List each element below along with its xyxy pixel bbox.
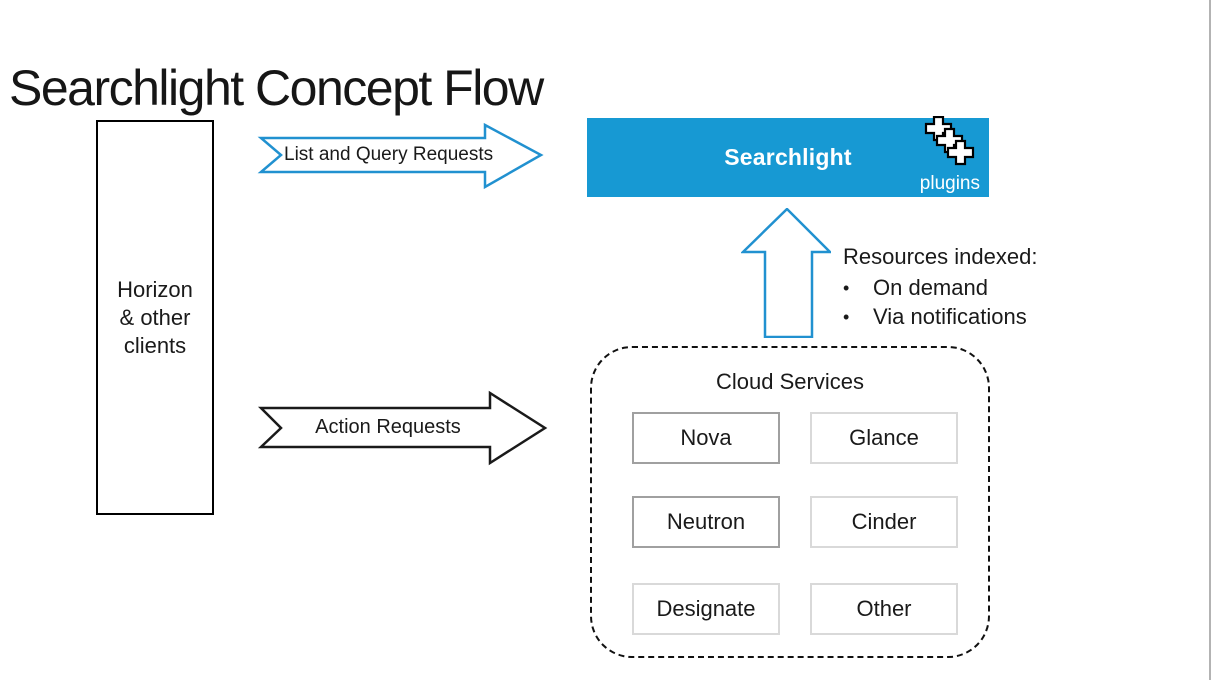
service-label: Glance — [849, 425, 919, 450]
service-box-neutron: Neutron — [632, 496, 780, 548]
searchlight-box: Searchlight plugins — [587, 116, 989, 197]
notched-right-arrow-icon — [257, 122, 544, 190]
list-query-arrow-label: List and Query Requests — [284, 144, 494, 165]
clients-box-label: Horizon & other clients — [117, 276, 193, 358]
service-label: Cinder — [851, 509, 917, 534]
cloud-services-title: Cloud Services — [716, 369, 864, 394]
service-label: Nova — [680, 425, 732, 450]
searchlight-label: Searchlight — [724, 144, 852, 170]
service-label: Designate — [656, 596, 756, 621]
plugins-label: plugins — [919, 173, 980, 194]
list-query-arrow: List and Query Requests — [257, 122, 544, 190]
resources-bullet-text: Via notifications — [873, 303, 1027, 329]
service-box-designate: Designate — [632, 583, 780, 635]
service-label: Other — [856, 596, 912, 621]
action-arrow: Action Requests — [257, 390, 548, 466]
action-arrow-label: Action Requests — [315, 416, 461, 438]
puzzle-pieces-icon — [924, 116, 975, 166]
resources-bullet-item: • On demand — [843, 274, 1037, 303]
resources-bullet-item: • Via notifications — [843, 303, 1037, 332]
clients-box: Horizon & other clients — [96, 120, 214, 515]
bullet-icon: • — [843, 306, 850, 327]
resources-note: Resources indexed: • On demand • Via not… — [843, 243, 1037, 331]
service-box-nova: Nova — [632, 412, 780, 464]
service-box-glance: Glance — [810, 412, 958, 464]
index-up-arrow-icon — [741, 208, 831, 338]
service-box-cinder: Cinder — [810, 496, 958, 548]
slide-edge-divider — [1209, 0, 1211, 680]
resources-bullet-text: On demand — [873, 275, 988, 300]
service-box-other: Other — [810, 583, 958, 635]
resources-heading: Resources indexed: — [843, 244, 1038, 269]
bullet-icon: • — [843, 278, 850, 298]
notched-right-arrow-icon — [257, 390, 548, 466]
cloud-services-box: Cloud Services Nova Glance Neutron Cinde… — [590, 346, 990, 658]
page-title: Searchlight Concept Flow — [9, 60, 544, 116]
service-label: Neutron — [666, 509, 746, 534]
